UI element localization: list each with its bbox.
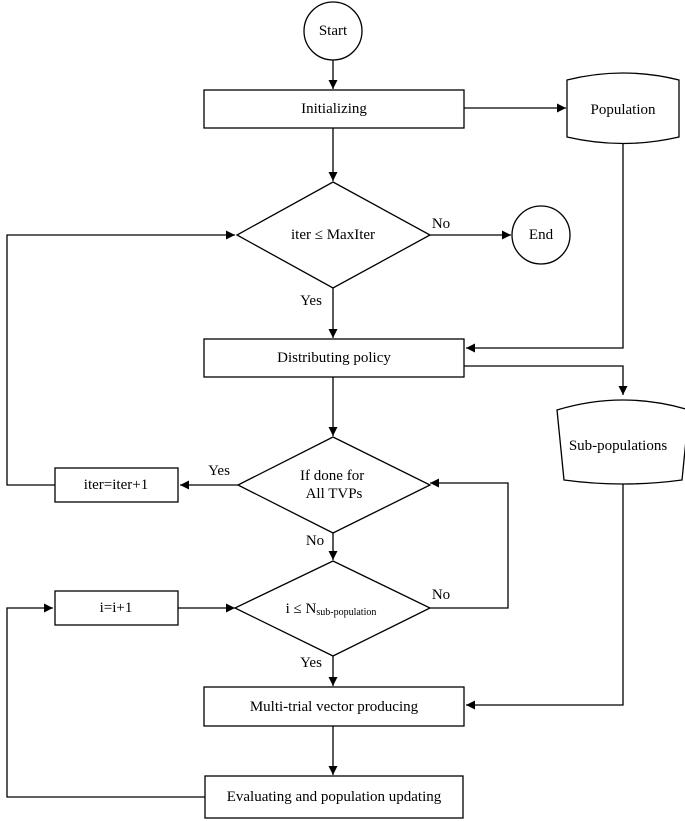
population-store: [566, 72, 680, 145]
start-node: [303, 1, 363, 61]
edge-i-check-to-tvp-check: [430, 478, 509, 609]
i-increment-label: i=i+1: [100, 600, 133, 616]
label-iter-yes: Yes: [300, 293, 322, 309]
iter-increment-label: iter=iter+1: [84, 477, 148, 493]
subpopulations-label: Sub-populations: [569, 438, 667, 454]
tvp-check-decision: [236, 436, 432, 534]
edge-iter-inc-to-iter-check: [6, 230, 235, 486]
iter-check-decision: [235, 181, 432, 289]
tvp-check-label: If done for All TVPs: [300, 468, 368, 502]
population-label: Population: [590, 102, 656, 118]
i-check-label-main: i ≤ N: [286, 601, 317, 617]
tvp-check-label-line1: If done for: [300, 468, 364, 484]
evaluating-label: Evaluating and population updating: [227, 789, 442, 805]
iter-check-label: iter ≤ MaxIter: [291, 227, 375, 243]
end-label: End: [529, 227, 554, 243]
edge-evaluating-to-i-inc: [6, 603, 205, 798]
i-increment-box: [54, 590, 179, 626]
multi-trial-label: Multi-trial vector producing: [250, 699, 419, 715]
label-i-no: No: [432, 587, 450, 603]
i-check-label-subscript: sub-population: [316, 607, 376, 618]
label-tvp-no: No: [306, 533, 324, 549]
end-node: [511, 205, 571, 265]
distributing-label: Distributing policy: [277, 350, 391, 366]
edge-population-to-distributing: [466, 143, 624, 353]
initializing-label: Initializing: [301, 101, 367, 117]
evaluating-box: [204, 775, 464, 819]
label-tvp-yes: Yes: [208, 463, 230, 479]
label-i-yes: Yes: [300, 655, 322, 671]
edge-subpopulations-to-multi-trial: [466, 482, 624, 710]
iter-increment-box: [54, 467, 179, 503]
subpopulations-store: [556, 399, 685, 485]
distributing-box: [203, 338, 465, 378]
multi-trial-box: [203, 686, 465, 727]
initializing-box: [203, 89, 465, 129]
start-label: Start: [319, 23, 348, 39]
edge-distributing-to-subpopulations: [464, 365, 628, 395]
label-iter-no: No: [432, 216, 450, 232]
i-check-decision: [233, 560, 432, 657]
i-check-label: i ≤ Nsub-population: [286, 601, 377, 618]
tvp-check-label-line2: All TVPs: [306, 486, 363, 502]
